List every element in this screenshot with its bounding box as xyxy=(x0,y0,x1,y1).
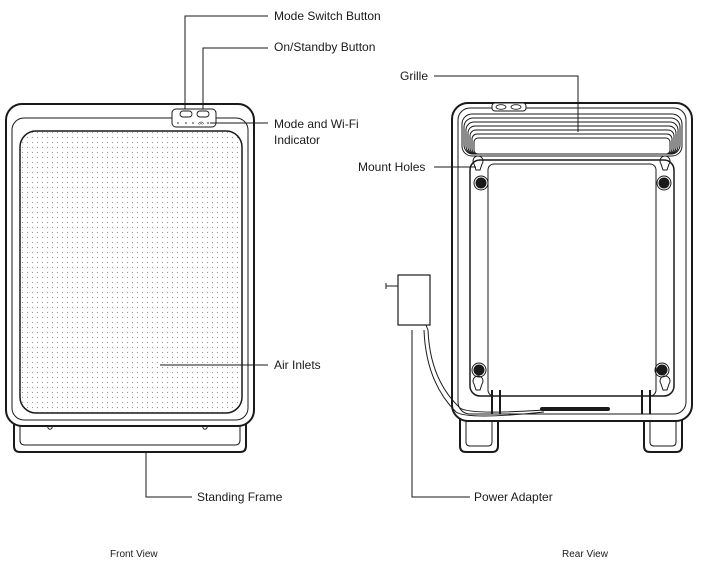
grille xyxy=(461,113,683,157)
control-panel xyxy=(171,108,217,128)
rear-panel xyxy=(469,159,675,397)
mount-hole xyxy=(658,177,670,189)
mount-holes xyxy=(471,155,672,391)
indicator-light xyxy=(177,122,179,124)
mode-switch-button[interactable] xyxy=(179,110,193,118)
rear-view-unit xyxy=(451,102,693,453)
rear-standing-frame xyxy=(459,414,683,453)
grille-label: Grille xyxy=(400,69,428,83)
mount-hole xyxy=(656,364,668,376)
air-inlets-label: Air Inlets xyxy=(274,358,321,372)
mode-wifi-indicator-label-line2: Indicator xyxy=(274,133,320,147)
power-adapter-label: Power Adapter xyxy=(474,490,553,504)
front-leader-lines xyxy=(145,15,268,498)
rear-view-caption: Rear View xyxy=(562,549,609,560)
front-view-unit xyxy=(5,103,255,453)
mode-wifi-indicator-label: Mode and Wi-Fi xyxy=(274,117,359,131)
mount-holes-label: Mount Holes xyxy=(358,160,425,174)
mount-hole xyxy=(475,177,487,189)
indicator-light xyxy=(192,122,194,124)
on-standby-button-label: On/Standby Button xyxy=(274,40,375,54)
indicator-light xyxy=(185,122,187,124)
rear-leader-lines xyxy=(411,75,579,498)
power-adapter xyxy=(385,274,545,417)
standing-frame-label: Standing Frame xyxy=(197,490,283,504)
air-inlets-panel xyxy=(19,130,243,414)
on-standby-button[interactable] xyxy=(196,110,210,118)
front-view-caption: Front View xyxy=(110,549,158,560)
mode-switch-button-label: Mode Switch Button xyxy=(274,9,381,23)
wifi-icon xyxy=(197,121,205,125)
mount-hole xyxy=(473,364,485,376)
